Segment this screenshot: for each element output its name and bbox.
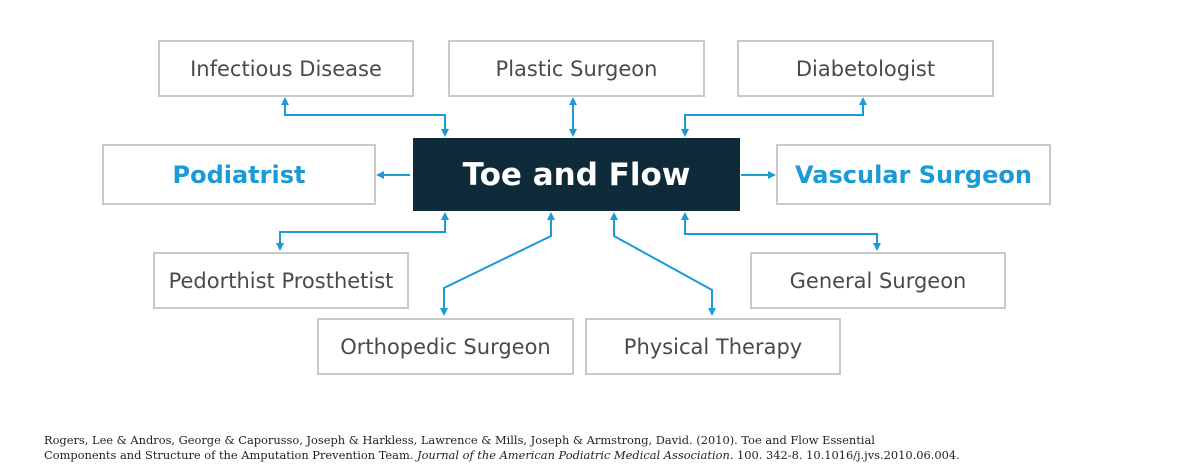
connector-pedorthist	[276, 212, 449, 251]
node-pedorthist-prosthetist: Pedorthist Prosthetist	[153, 252, 409, 309]
connector-general	[681, 212, 881, 251]
node-center-toe-and-flow: Toe and Flow	[413, 138, 740, 211]
node-orthopedic-surgeon: Orthopedic Surgeon	[317, 318, 574, 375]
node-physical-therapy: Physical Therapy	[585, 318, 841, 375]
citation-line-2-end: . 100. 342-8. 10.1016/j.jvs.2010.06.004.	[729, 448, 960, 462]
connector-diabetologist	[681, 97, 867, 137]
citation-journal: Journal of the American Podiatric Medica…	[417, 448, 730, 462]
node-vascular-surgeon: Vascular Surgeon	[776, 144, 1051, 205]
node-podiatrist: Podiatrist	[102, 144, 376, 205]
citation-line-1: Rogers, Lee & Andros, George & Caporusso…	[44, 433, 875, 447]
node-infectious-disease: Infectious Disease	[158, 40, 414, 97]
node-plastic-surgeon: Plastic Surgeon	[448, 40, 705, 97]
citation-line-2: Components and Structure of the Amputati…	[44, 448, 1144, 463]
node-diabetologist: Diabetologist	[737, 40, 994, 97]
citation: Rogers, Lee & Andros, George & Caporusso…	[44, 433, 1144, 463]
citation-line-2-start: Components and Structure of the Amputati…	[44, 448, 417, 462]
node-general-surgeon: General Surgeon	[750, 252, 1006, 309]
connector-infectious	[281, 97, 449, 137]
connector-orthopedic	[440, 212, 555, 316]
connector-physical	[610, 212, 716, 316]
